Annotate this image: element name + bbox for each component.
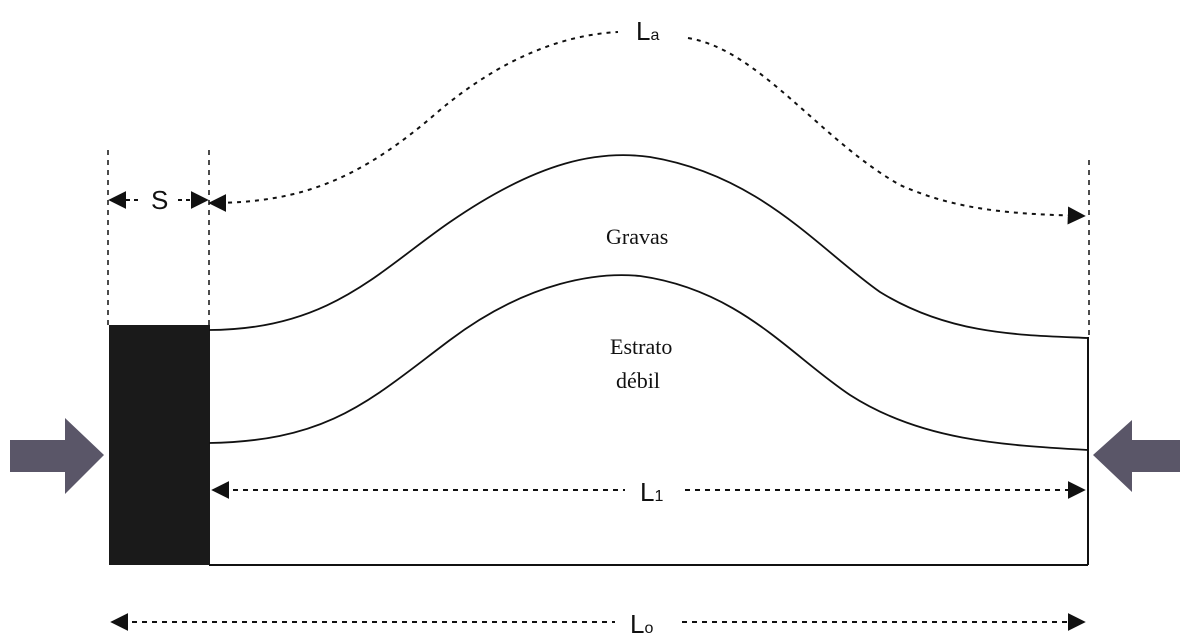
lo-label: Lo: [630, 609, 653, 637]
gravas-top-curve: [208, 154, 1089, 339]
l1-label: L1: [640, 477, 663, 507]
estrato-top-curve: [208, 274, 1089, 451]
gravas-label: Gravas: [606, 224, 668, 249]
estrato-label-line2: débil: [616, 368, 660, 393]
arrow-left-icon: [1093, 420, 1180, 492]
s-label: S: [151, 185, 168, 215]
la-label: La: [636, 16, 659, 46]
estrato-label-line1: Estrato: [610, 334, 672, 359]
la-dimension-arc: [210, 31, 1084, 216]
arrow-right-icon: [10, 418, 104, 494]
rigid-block: [109, 325, 210, 565]
